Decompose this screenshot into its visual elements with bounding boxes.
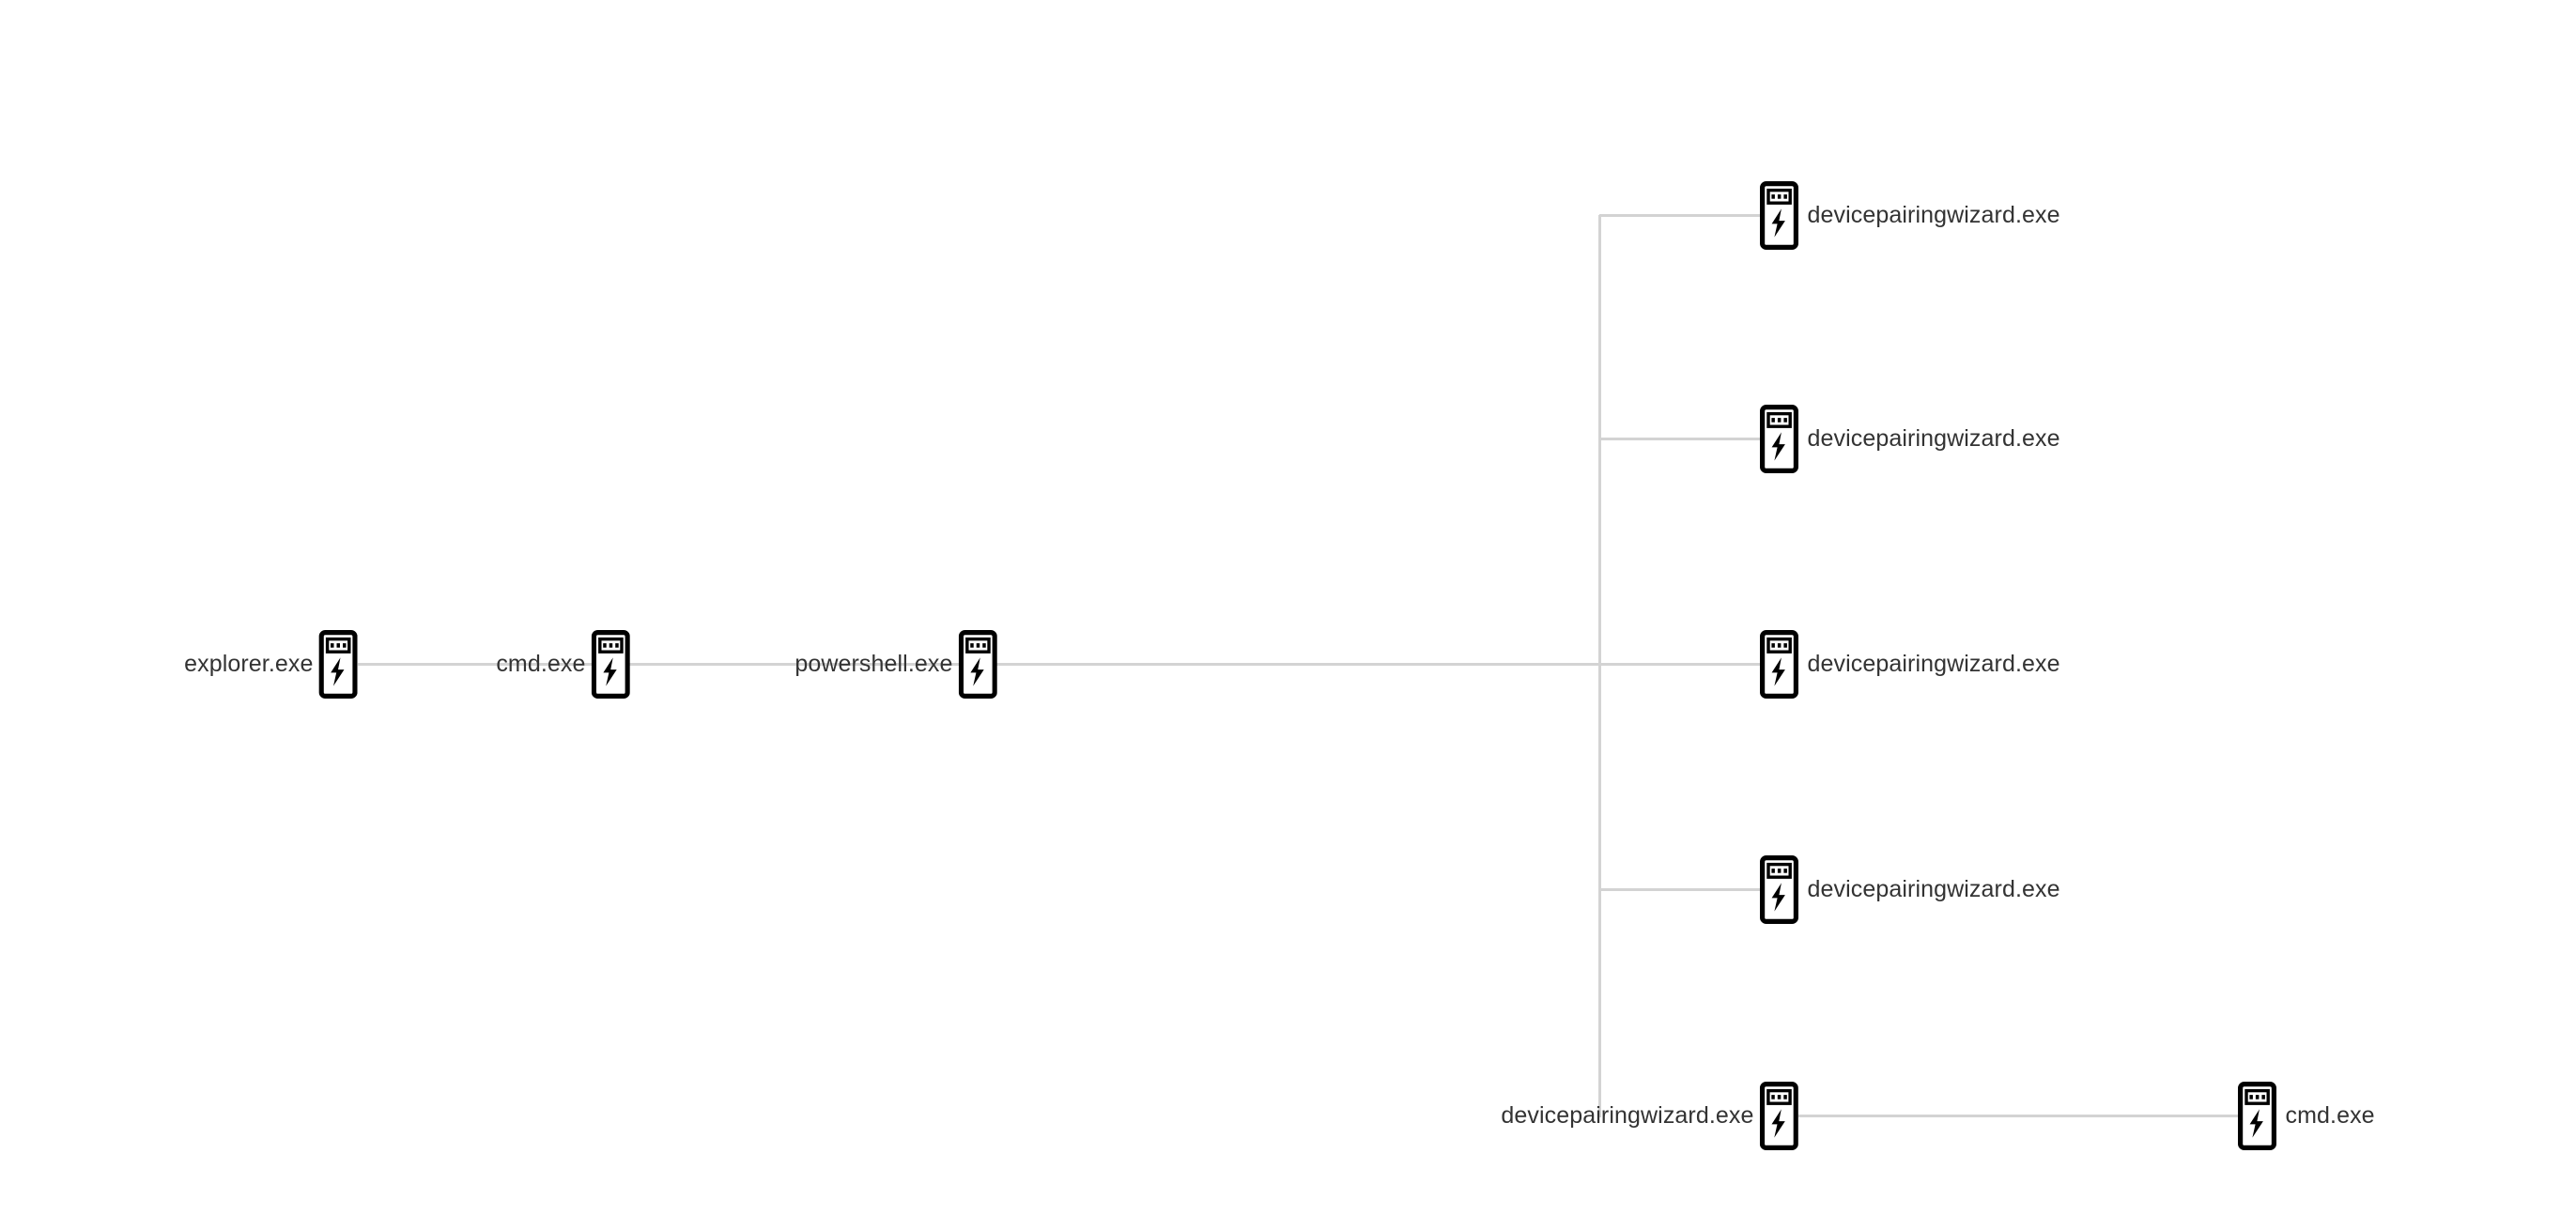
process-executable-icon[interactable]: [318, 629, 358, 699]
process-node-label: devicepairingwizard.exe: [1807, 201, 2060, 228]
connector-e-trunk: [1598, 215, 1601, 1117]
process-node-label: devicepairingwizard.exe: [1807, 424, 2060, 452]
process-node-dpw5[interactable]: devicepairingwizard.exe: [1501, 1081, 1798, 1150]
process-executable-icon[interactable]: [1759, 854, 1798, 924]
process-executable-icon[interactable]: [1759, 404, 1798, 473]
process-node-label: cmd.exe: [496, 650, 586, 677]
process-executable-icon[interactable]: [2237, 1081, 2276, 1150]
process-node-dpw1[interactable]: devicepairingwizard.exe: [1759, 180, 2060, 250]
process-executable-icon[interactable]: [1759, 629, 1798, 699]
process-executable-icon[interactable]: [958, 629, 997, 699]
process-node-label: powershell.exe: [794, 650, 953, 677]
process-node-dpw4[interactable]: devicepairingwizard.exe: [1759, 854, 2060, 924]
connector-e-branch-4: [1599, 888, 1760, 891]
connector-e-cmd1-powershell: [630, 663, 1125, 666]
process-node-label: devicepairingwizard.exe: [1807, 875, 2060, 902]
connector-e-branch-1: [1599, 214, 1760, 217]
connector-e-dpw5-cmd2: [1798, 1115, 2259, 1117]
process-node-cmd1[interactable]: cmd.exe: [496, 629, 630, 699]
connector-e-powershell-trunk: [997, 663, 1760, 666]
process-node-label: devicepairingwizard.exe: [1501, 1101, 1754, 1129]
process-node-cmd2[interactable]: cmd.exe: [2237, 1081, 2375, 1150]
process-executable-icon[interactable]: [1759, 180, 1798, 250]
connector-e-explorer-cmd1: [358, 663, 710, 666]
process-node-label: explorer.exe: [184, 650, 314, 677]
process-executable-icon[interactable]: [591, 629, 630, 699]
connector-e-branch-2: [1599, 438, 1760, 440]
process-executable-icon[interactable]: [1759, 1081, 1798, 1150]
process-node-label: cmd.exe: [2285, 1101, 2375, 1129]
process-node-powershell[interactable]: powershell.exe: [794, 629, 997, 699]
process-node-dpw3[interactable]: devicepairingwizard.exe: [1759, 629, 2060, 699]
process-node-label: devicepairingwizard.exe: [1807, 650, 2060, 677]
process-node-explorer[interactable]: explorer.exe: [184, 629, 358, 699]
process-node-dpw2[interactable]: devicepairingwizard.exe: [1759, 404, 2060, 473]
